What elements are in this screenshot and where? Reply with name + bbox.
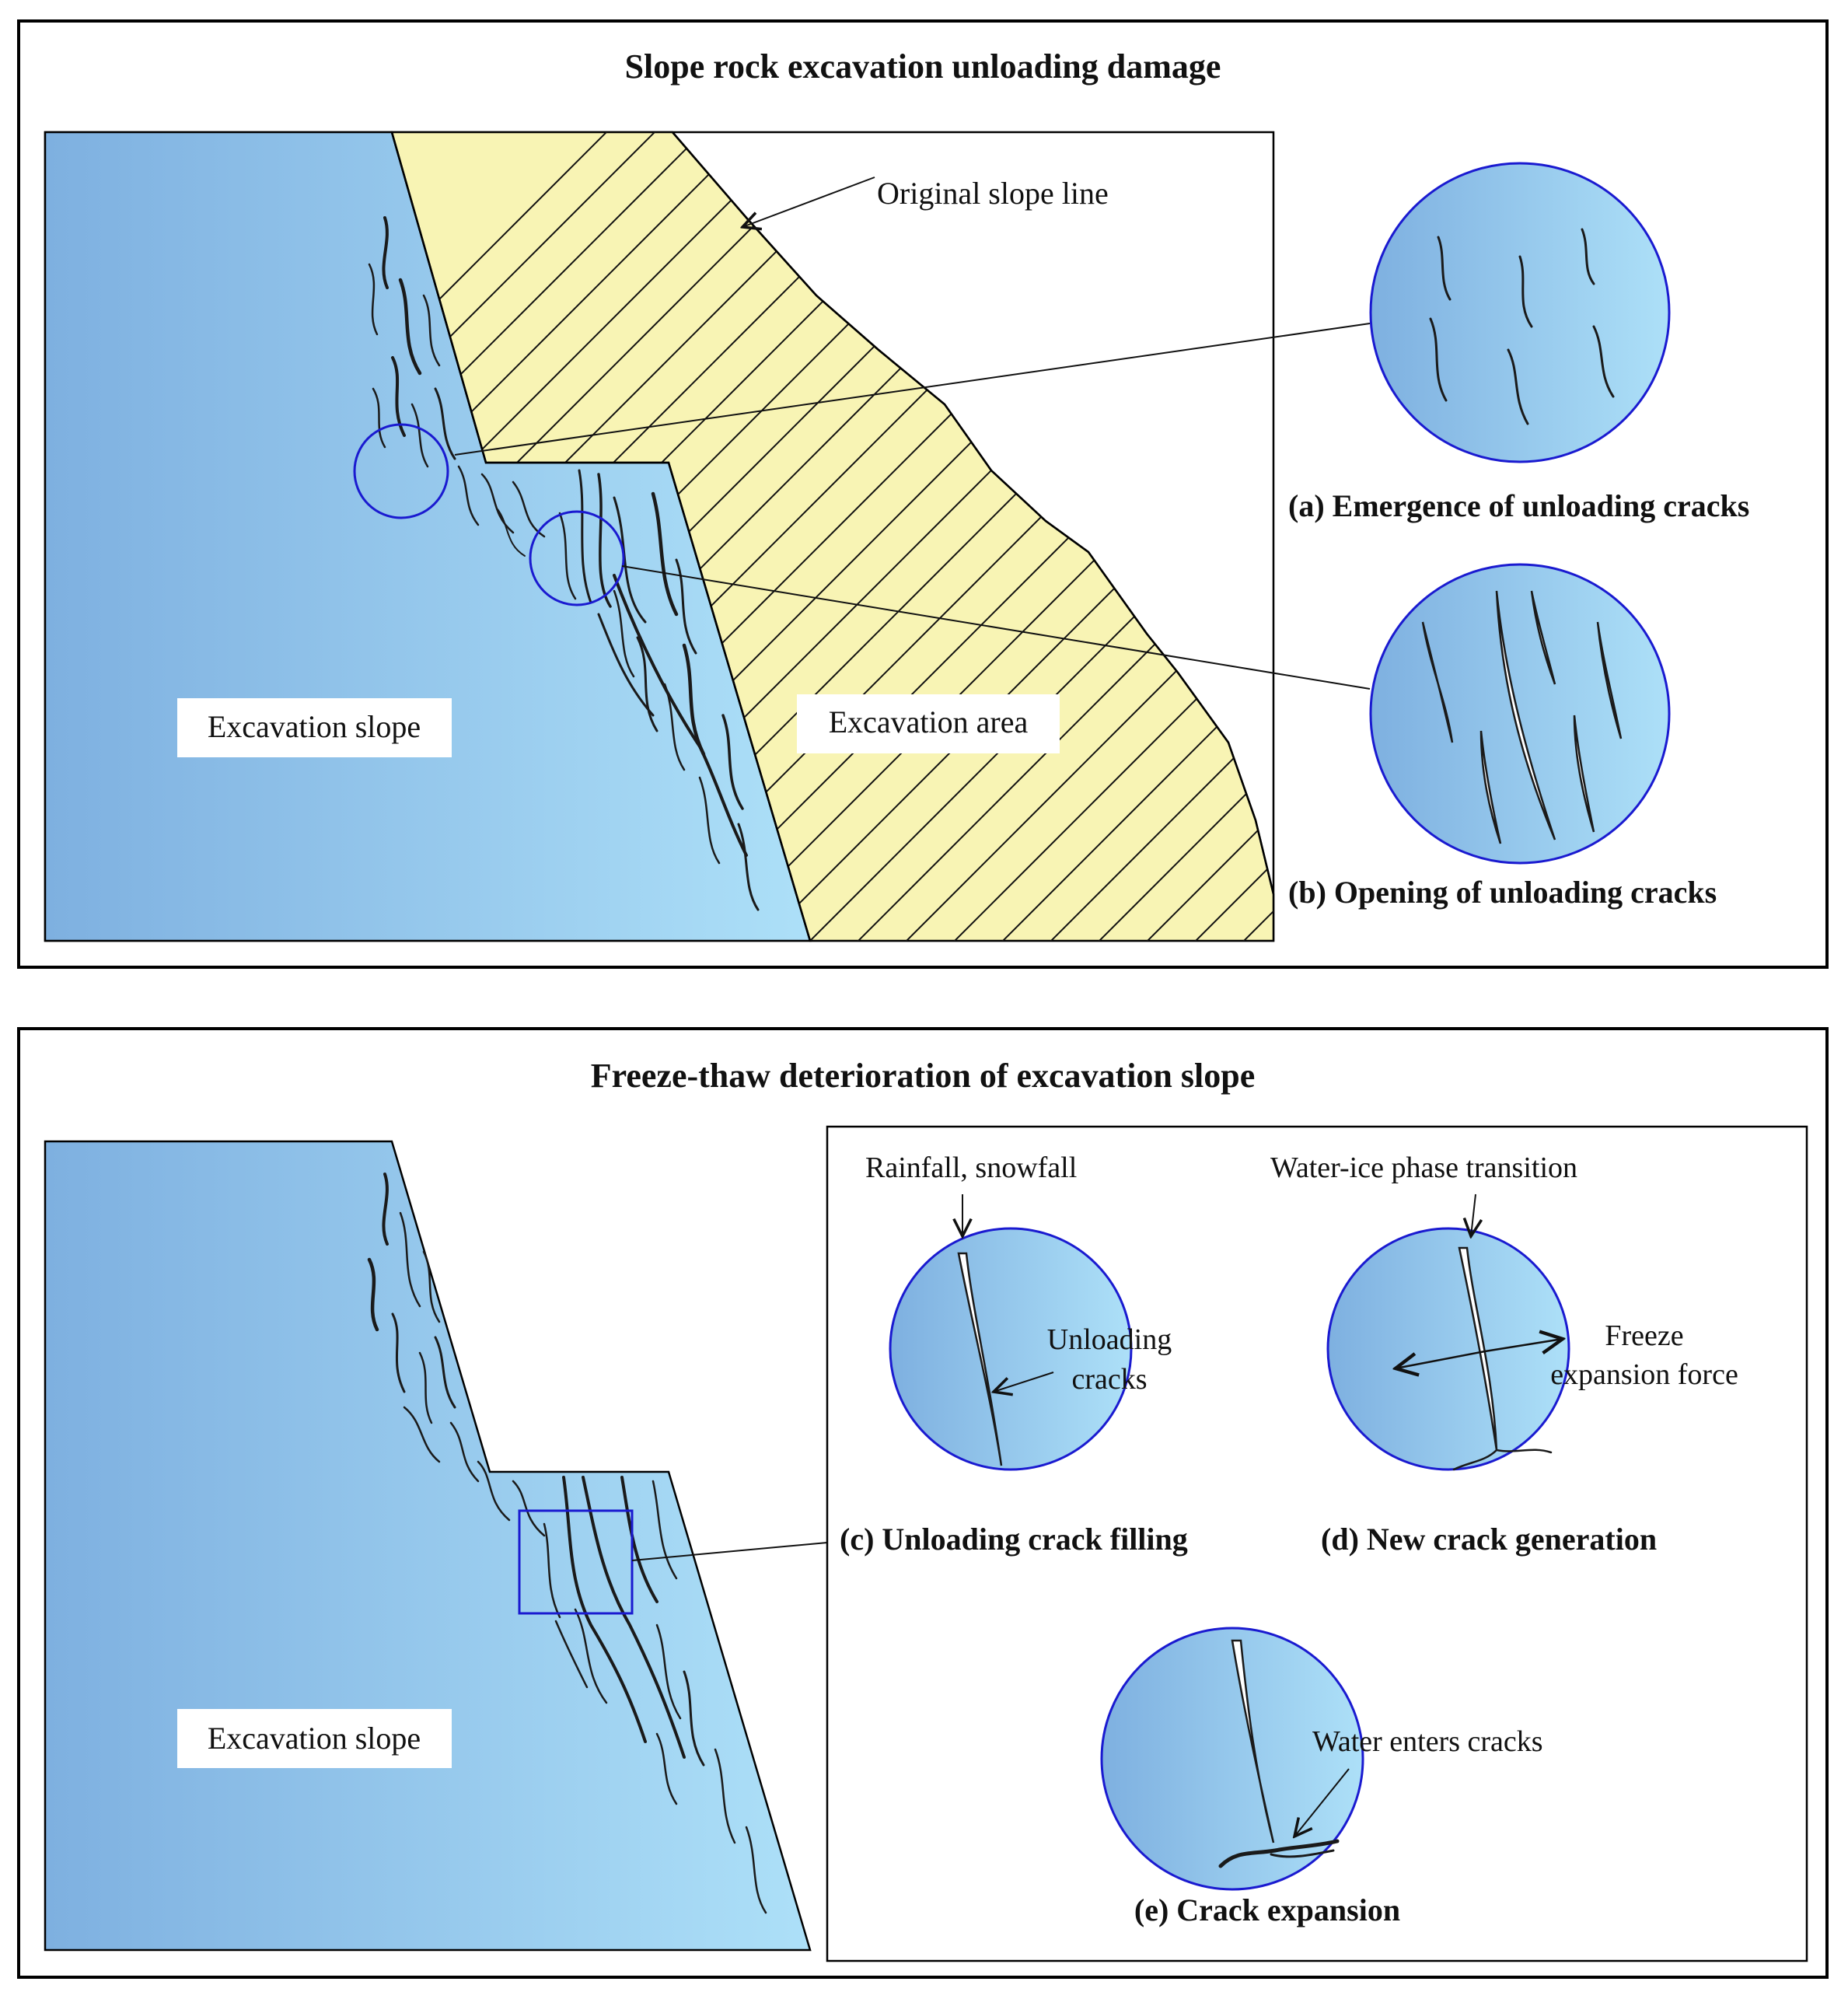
circle-a-disk [1369,162,1671,463]
original-slope-line [672,131,1275,895]
zoom-box-marker [518,1509,634,1615]
top-excavation-slope-label: Excavation slope [208,709,421,744]
excavation-area-box [797,694,1060,753]
top-panel-title: Slope rock excavation unloading damage [625,47,1221,86]
caption-a: (a) Emergence of unloading cracks [1288,488,1749,523]
hatch-line [392,132,1145,941]
circle-d-disk [1326,1227,1570,1471]
hatch-line [392,132,1273,941]
freeze-label-line2: expansion force [1550,1358,1738,1391]
original-slope-line-label: Original slope line [877,176,1109,211]
hatch-line [826,132,1273,941]
unloading-cracks-label-line1: Unloading [1047,1323,1172,1356]
bottom-excavation-slope-label: Excavation slope [208,1721,421,1756]
circle-b-disk [1369,563,1671,865]
hatch-line [392,132,1049,941]
water-ice-arrow [1471,1193,1476,1236]
leader-line-a [454,323,1371,456]
leader-line-b [621,565,1371,690]
bottom-panel-frame [17,1027,1829,1979]
top-slope-cracks [368,216,760,911]
hatch-line [1647,0,1848,972]
caption-e: (e) Crack expansion [1134,1892,1400,1927]
hatch-line [392,132,1097,941]
bottom-slope-cracks [367,1172,767,1914]
top-excavation-slope-box [177,698,452,757]
hatch-line [971,132,1273,941]
circle-e [1100,1627,1364,1891]
hatch-line [730,132,1273,941]
hatch-line [923,132,1273,941]
caption-c: (c) Unloading crack filling [840,1522,1188,1557]
circle-b [1369,563,1671,865]
rainfall-snowfall-label: Rainfall, snowfall [865,1152,1077,1184]
top-slope-profile [390,131,812,942]
hatch-line [778,132,1273,941]
circle-e-disk [1100,1627,1364,1891]
circle-c-disk [889,1227,1133,1471]
leader-line-c [631,1542,828,1561]
bottom-panel-title: Freeze-thaw deterioration of excavation … [591,1057,1256,1095]
circle-c [889,1194,1133,1471]
top-panel-frame [17,19,1829,969]
freeze-label-line1: Freeze [1605,1319,1683,1352]
water-enters-label: Water enters cracks [1312,1725,1543,1758]
unloading-cracks-arrow [994,1372,1054,1392]
bottom-excavation-slope-box [177,1709,452,1768]
circle-a [1369,162,1671,463]
water-ice-label: Water-ice phase transition [1270,1152,1577,1184]
original-slope-line-arrow [742,176,875,227]
hatch-line [875,132,1273,941]
detail-frame [826,1125,1808,1962]
excavation-area-label: Excavation area [829,704,1029,739]
top-panel: Slope rock excavation unloading damage O… [17,0,1848,972]
caption-d: (d) New crack generation [1321,1522,1657,1557]
hatch-line [1019,132,1273,941]
circle-d [1326,1193,1570,1471]
caption-b: (b) Opening of unloading cracks [1288,875,1717,910]
bottom-panel: Freeze-thaw deterioration of excavation … [17,1027,1829,1979]
hatch-line [392,132,1242,941]
freeze-force-arrow-left [1396,1350,1486,1368]
zoom-circle-a-marker [353,423,449,519]
unloading-cracks-label-line2: cracks [1071,1363,1147,1396]
zoom-circle-b-marker [529,510,625,606]
freeze-force-arrow-right [1484,1339,1563,1351]
water-enters-arrow [1294,1768,1350,1836]
hatch-line [1598,0,1848,972]
